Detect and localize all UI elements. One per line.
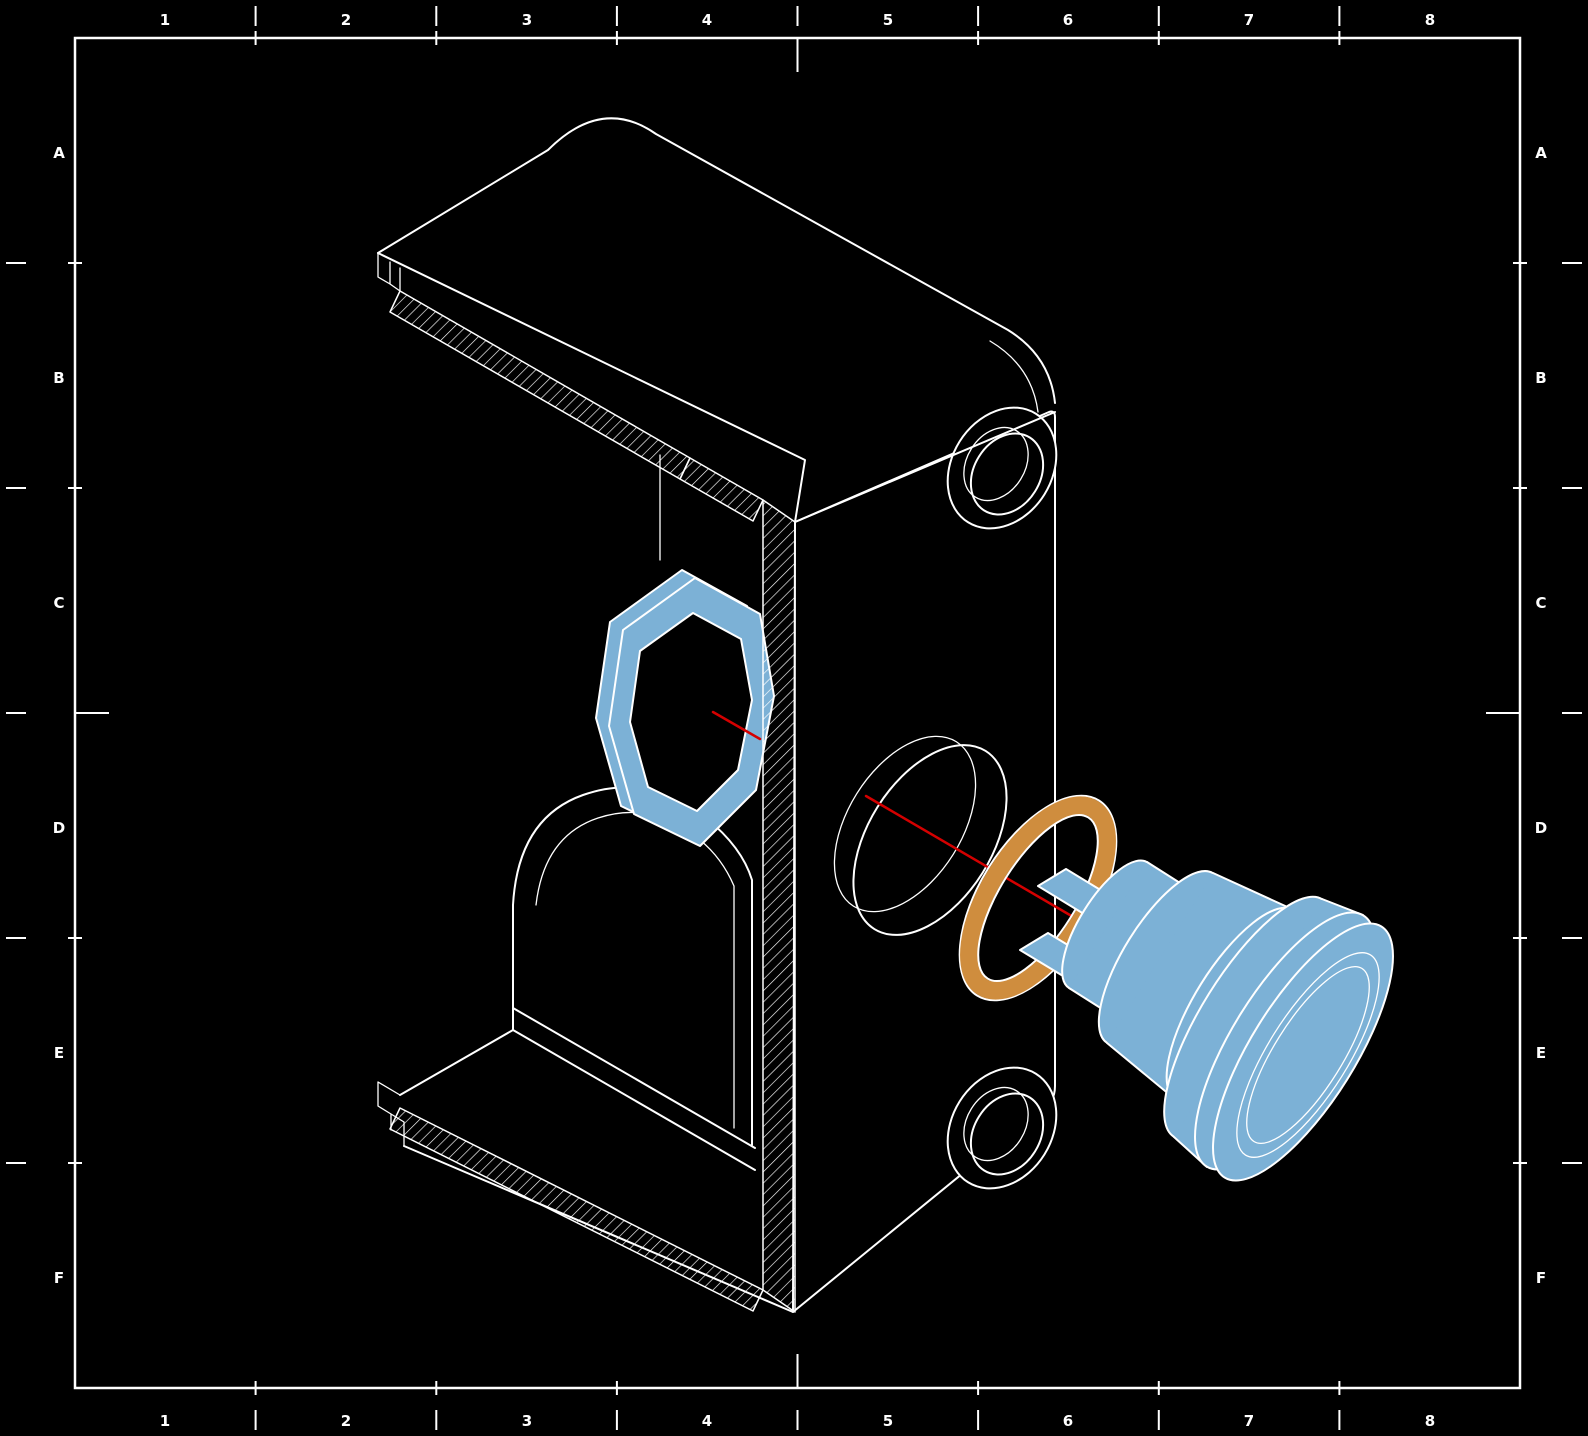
zone-col-bottom-6: 6	[1063, 1412, 1073, 1430]
sheet-center-marks	[75, 38, 1520, 1388]
top-flange-cut-face	[389, 290, 691, 480]
zone-row-left-A: A	[53, 144, 65, 162]
zone-ticks-right-outside	[1562, 262, 1582, 1164]
top-flange-outline	[377, 117, 1056, 404]
zone-col-bottom-2: 2	[341, 1412, 351, 1430]
zone-col-top-7: 7	[1244, 11, 1254, 29]
housing-section-view	[377, 117, 1058, 1313]
web-cut-face	[762, 499, 796, 1313]
plug-fitting	[1019, 859, 1394, 1182]
zone-row-right-D: D	[1535, 819, 1547, 837]
zone-col-top-4: 4	[702, 11, 712, 29]
zone-col-bottom-7: 7	[1244, 1412, 1254, 1430]
zone-col-bottom-3: 3	[522, 1412, 532, 1430]
cut-step-face	[679, 457, 764, 522]
o-ring-inner-edge	[977, 813, 1099, 983]
zone-row-left-B: B	[53, 369, 64, 387]
zone-ticks-left-outside	[6, 262, 26, 1164]
zone-row-right-F: F	[1536, 1269, 1546, 1287]
zone-row-right-B: B	[1535, 369, 1546, 387]
zone-row-left-E: E	[54, 1044, 64, 1062]
bottom-flange-cut-face	[389, 1107, 764, 1312]
bottom-flange-top-edge	[399, 1029, 514, 1096]
top-boss	[946, 406, 1058, 530]
plug-body-silhouette	[1106, 872, 1295, 1101]
zone-col-top-2: 2	[341, 11, 351, 29]
zone-col-bottom-5: 5	[883, 1412, 893, 1430]
zone-col-bottom-8: 8	[1425, 1412, 1435, 1430]
zone-row-right-C: C	[1535, 594, 1546, 612]
zone-row-left-F: F	[54, 1269, 64, 1287]
web-flange-junction-lines	[512, 1007, 756, 1171]
zone-col-bottom-4: 4	[702, 1412, 712, 1430]
top-corner-fillet-line	[989, 340, 1039, 413]
zone-ticks-bottom-outside	[254, 1410, 1341, 1430]
sheet-frame: 1 2 3 4 5 6 7 8 1 2 3 4 5 6 7 8 A B C D …	[6, 6, 1582, 1430]
bottom-boss	[946, 1066, 1058, 1190]
zone-ticks-top-border	[254, 31, 1341, 45]
bottom-boss-hole	[969, 1092, 1045, 1176]
plug-face	[1212, 922, 1394, 1182]
zone-ticks-left-border	[68, 262, 82, 1164]
top-boss-hole	[969, 432, 1045, 516]
web-and-arch	[377, 454, 794, 1313]
zone-ticks-top-outside	[254, 6, 1341, 26]
seal-gasket	[595, 569, 775, 847]
zone-col-top-3: 3	[522, 11, 532, 29]
zone-row-left-C: C	[53, 594, 64, 612]
block-top-edge	[794, 411, 1056, 523]
top-flange-inner-edge	[377, 252, 806, 523]
zone-col-top-6: 6	[1063, 11, 1073, 29]
zone-col-bottom-1: 1	[160, 1412, 170, 1430]
zone-ticks-right-border	[1513, 262, 1527, 1164]
plug-face-ring-inner	[1246, 965, 1370, 1145]
center-bore-far-rim	[833, 735, 977, 913]
center-bore-rim	[852, 744, 1008, 936]
zone-row-left-D: D	[53, 819, 65, 837]
zone-column-labels-bottom: 1 2 3 4 5 6 7 8	[160, 1412, 1435, 1430]
zone-row-labels-left: A B C D E F	[53, 144, 65, 1287]
plug-face-ring-outer	[1236, 952, 1380, 1158]
seal-inner-opening	[629, 612, 753, 812]
zone-column-labels-top: 1 2 3 4 5 6 7 8	[160, 11, 1435, 29]
top-boss-bore	[963, 426, 1029, 502]
seal-centerline	[711, 710, 762, 741]
zone-col-top-8: 8	[1425, 11, 1435, 29]
plug-centerline	[864, 794, 1077, 920]
center-bore	[833, 735, 1008, 936]
zone-row-right-E: E	[1536, 1044, 1546, 1062]
main-block	[792, 406, 1058, 1313]
arch-boss-inner	[535, 811, 735, 1129]
arch-boss-outer	[512, 786, 753, 1146]
zone-col-top-5: 5	[883, 11, 893, 29]
center-lines	[711, 710, 1077, 920]
zone-col-top-1: 1	[160, 11, 170, 29]
top-flange	[377, 117, 1056, 523]
bottom-boss-bore	[963, 1086, 1029, 1162]
zone-row-right-A: A	[1535, 144, 1547, 162]
zone-row-labels-right: A B C D E F	[1535, 144, 1547, 1287]
section-cut-faces	[389, 290, 796, 1313]
zone-ticks-bottom-border	[254, 1381, 1341, 1395]
